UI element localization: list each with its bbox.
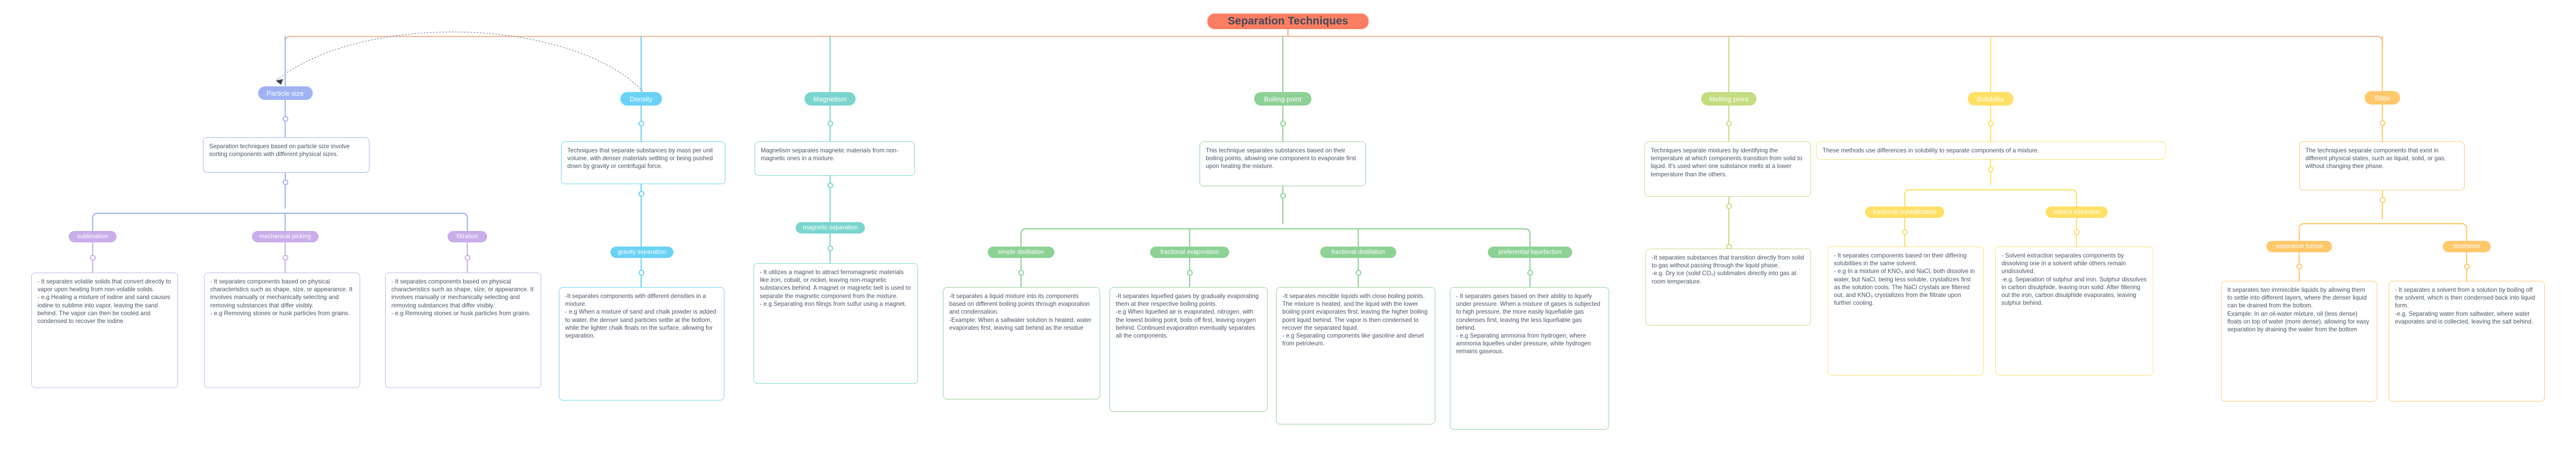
subnode-note-gravity-separation: -It separates components with different …: [559, 287, 724, 401]
connector-knob: [638, 121, 644, 126]
subnode-note-sublimation: - It separates volatile solids that conv…: [31, 273, 178, 388]
subnode-note-filtration: - It separates components based on physi…: [385, 273, 541, 388]
connector-knob: [90, 254, 96, 261]
subnode-note-melting-point-sublimation: -It separates substances that transition…: [1646, 249, 1811, 326]
branch-magnetism[interactable]: Magnetism: [805, 92, 856, 106]
connector-knob: [1018, 269, 1024, 276]
subnode-mechanical-picking[interactable]: mechanical picking: [252, 231, 318, 242]
connector-knob: [282, 179, 288, 185]
subnode-note-preferential-liquefaction: - It separates gases based on their abil…: [1450, 287, 1609, 430]
subnode-simple-distillation[interactable]: simple distillation: [988, 247, 1054, 258]
connector-knob: [1280, 192, 1286, 199]
subnode-fractional-evaporation[interactable]: fractional evaporation: [1150, 247, 1229, 258]
branch-note-magnetism: Magnetism separates magnetic materials f…: [755, 141, 915, 176]
branch-boiling-point[interactable]: Boiling point: [1254, 92, 1311, 106]
subnode-filtration[interactable]: filtration: [448, 231, 487, 242]
connector-knob: [638, 190, 644, 197]
branch-note-state: The techniques separate components that …: [2299, 141, 2465, 190]
connector-knob: [1527, 269, 1533, 276]
subnode-note-mechanical-picking: - It separates components based on physi…: [204, 273, 360, 388]
subnode-sublimation[interactable]: sublimation: [69, 231, 117, 242]
branch-solubility[interactable]: Solubility: [1968, 92, 2013, 106]
subnode-separation-funnel[interactable]: separation funnel: [2266, 241, 2332, 252]
connector-knob: [464, 254, 470, 261]
branch-state[interactable]: State: [2365, 91, 2400, 105]
root-node[interactable]: Separation Techniques: [1207, 14, 1369, 29]
subnode-note-distillation: - It separates a solvent from a solution…: [2389, 281, 2545, 402]
subnode-preferential-liquefaction[interactable]: preferential liquefaction: [1488, 247, 1572, 258]
subnode-solvent-extraction[interactable]: solvent extraction: [2046, 206, 2108, 218]
branch-note-particle-size: Separation techniques based on particle …: [203, 137, 369, 173]
subnode-fractional-crystallization[interactable]: fractional crystallization: [1865, 206, 1944, 218]
connector-knob: [1726, 121, 1732, 126]
subnode-note-fractional-distillation: -It separates miscible liquids with clos…: [1276, 287, 1435, 424]
connector-knob: [1280, 121, 1286, 126]
connector-knob: [282, 254, 288, 261]
subnode-magnetic-separation[interactable]: magnetic separation: [796, 222, 865, 234]
branch-melting-point[interactable]: Melting point: [1701, 92, 1756, 106]
connector-knob: [827, 182, 833, 188]
connector-knob: [827, 246, 833, 251]
connector-knob: [1987, 166, 1994, 172]
branch-density[interactable]: Density: [620, 92, 662, 106]
branch-note-density: Techniques that separate substances by m…: [561, 141, 725, 184]
subnode-note-solvent-extraction: - Solvent extraction separates component…: [1995, 247, 2153, 376]
subnode-fractional-distillation[interactable]: fractional distillation: [1320, 247, 1396, 258]
connector-knob: [827, 121, 833, 126]
branch-note-boiling-point: This technique separates substances base…: [1200, 141, 1366, 186]
connector-knob: [1902, 229, 1908, 235]
subnode-note-magnetic-separation: - It utilizes a magnet to attract ferrom…: [754, 263, 918, 384]
connector-knob: [2296, 264, 2302, 269]
connector-knob: [1355, 269, 1361, 276]
connector-knob: [2073, 229, 2080, 235]
connector-knob: [2464, 264, 2470, 269]
subnode-note-fractional-crystallization: - It separates components based on their…: [1828, 247, 1984, 376]
subnode-note-fractional-evaporation: -It separates liquefied gases by gradual…: [1110, 287, 1268, 412]
subnode-gravity-separation[interactable]: gravity separation: [610, 247, 673, 258]
connector-knob: [1987, 121, 1994, 126]
connector-knob: [2379, 120, 2386, 126]
connector-knob: [2379, 197, 2386, 203]
connector-knob: [1187, 269, 1193, 276]
branch-particle-size[interactable]: Particle size: [258, 86, 313, 100]
subnode-note-simple-distillation: -It separates a liquid mixture into its …: [943, 287, 1100, 399]
connector-knob: [282, 115, 288, 122]
subnode-note-separation-funnel: It separates two immiscible liquids by a…: [2221, 281, 2377, 402]
branch-note-melting-point: Techniques separate mixtures by identify…: [1644, 141, 1811, 197]
branch-note-solubility: These methods use differences in solubil…: [1816, 141, 2166, 160]
connector-knob: [638, 269, 644, 276]
connector-knob: [1726, 203, 1732, 209]
subnode-distillation[interactable]: distillation: [2443, 241, 2491, 252]
